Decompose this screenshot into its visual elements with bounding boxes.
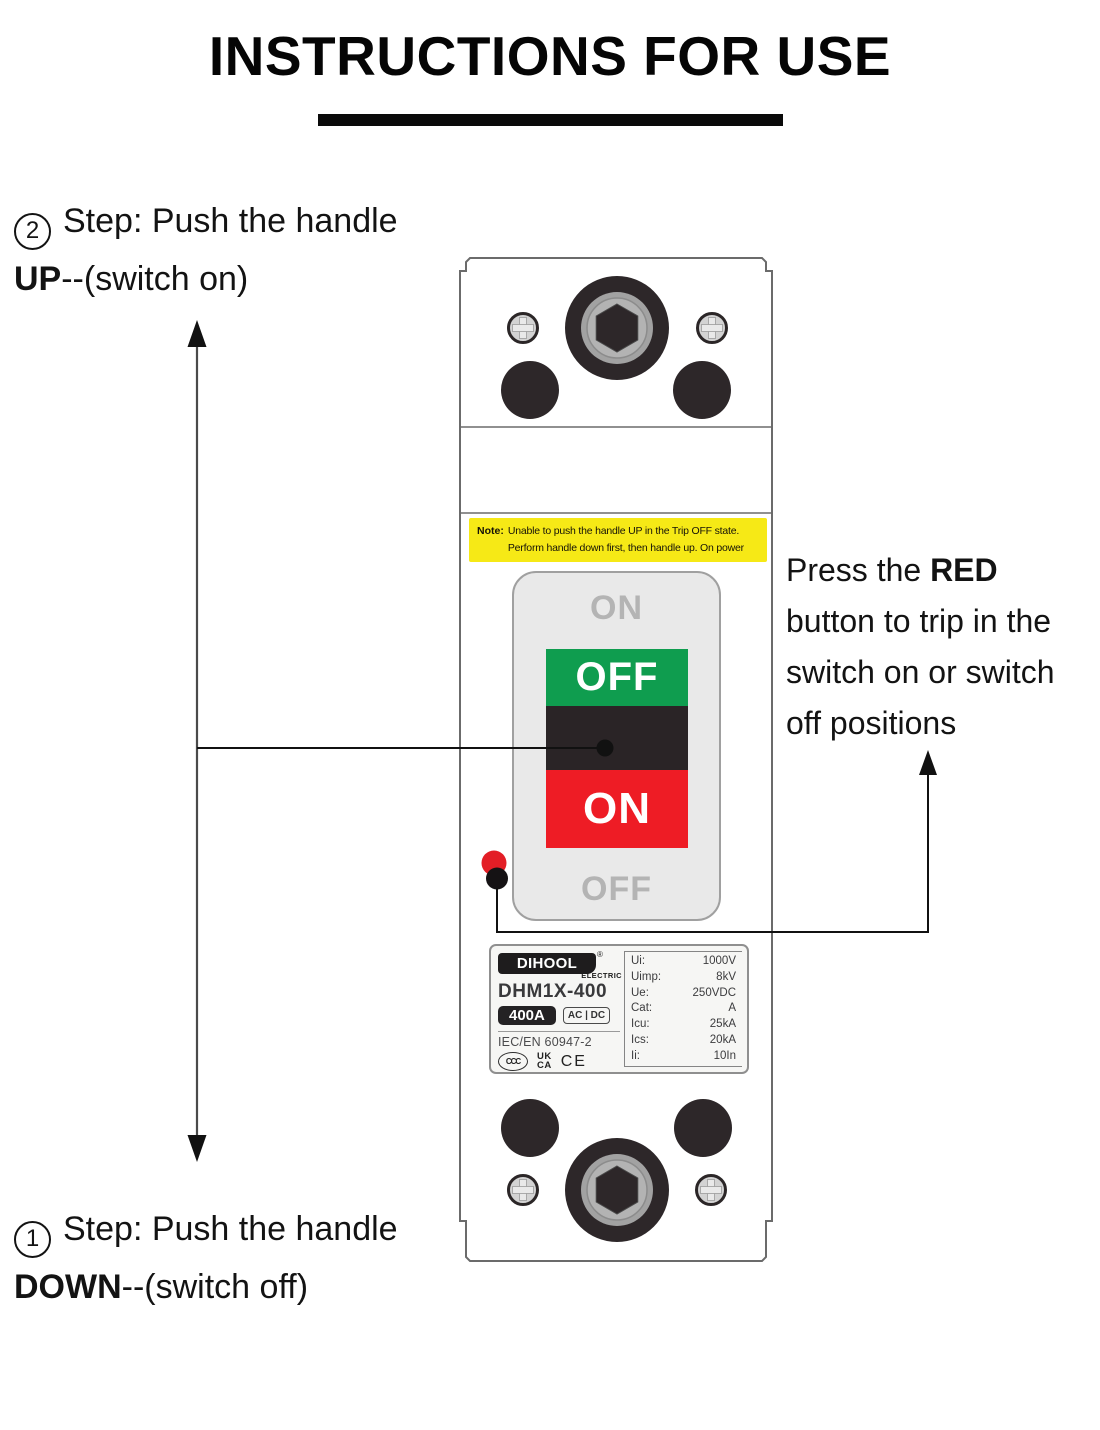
up-arrow-icon — [919, 750, 937, 775]
spec-row-ics: Ics:20kA — [631, 1033, 736, 1046]
standard-text: IEC/EN 60947-2 — [498, 1035, 592, 1049]
nameplate-left-column: DIHOOL ® ELECTRIC DHM1X-400 400A AC | DC… — [496, 950, 624, 1071]
hex-bolt-washer — [581, 1154, 653, 1226]
note-label: Note: — [477, 525, 504, 537]
terminal-hole-icon — [501, 1099, 559, 1157]
down-arrow-icon — [187, 1135, 207, 1162]
trip-red-button — [481, 850, 508, 890]
trip-line2: button to trip in the — [786, 603, 1052, 639]
up-arrow-icon — [187, 320, 207, 347]
note-line2: Perform handle down first, then handle u… — [507, 541, 744, 554]
top-terminal-group — [501, 276, 731, 419]
registered-mark: ® — [597, 950, 603, 959]
ukca-mark-icon: UK CA — [537, 1052, 552, 1071]
page-title: INSTRUCTIONS FOR USE — [208, 25, 892, 87]
nameplate-label: DIHOOL ® ELECTRIC DHM1X-400 400A AC | DC… — [489, 944, 749, 1074]
title-underline — [318, 114, 783, 126]
hex-bolt-icon — [565, 1138, 669, 1242]
phillips-screw-icon — [507, 1174, 539, 1206]
step-1-direction: DOWN — [14, 1268, 122, 1306]
hex-bolt-icon — [565, 276, 669, 380]
model-number: DHM1X-400 — [498, 981, 608, 1002]
phillips-screw-icon — [696, 312, 728, 344]
spec-table: Ui:1000V Uimp:8kV Ue:250VDC Cat:A Icu:25… — [624, 951, 742, 1067]
trip-black-dot-icon — [486, 867, 508, 890]
spec-row-ii: Ii:10In — [631, 1049, 736, 1062]
warning-note: Note: Unable to push the handle UP in th… — [469, 518, 767, 562]
step-1-number-badge: 1 — [14, 1220, 51, 1258]
step-2-instruction: 2 Step: Push the handle UP--(switch on) — [14, 192, 398, 308]
label-divider — [498, 1031, 620, 1032]
phillips-screw-icon — [695, 1174, 727, 1206]
spec-row-icu: Icu:25kA — [631, 1018, 736, 1031]
step-2-direction: UP — [14, 260, 62, 298]
handle-red-segment: ON — [546, 770, 688, 848]
hex-bolt-washer — [581, 292, 653, 364]
hex-bolt-ring — [586, 297, 648, 359]
brand-subtitle: ELECTRIC — [581, 971, 622, 980]
hex-nut-icon — [595, 1165, 639, 1215]
ccc-mark-icon: CCC — [498, 1052, 528, 1071]
ukca-bottom: CA — [537, 1059, 552, 1071]
trip-red-word: RED — [930, 552, 998, 588]
note-line1: Unable to push the handle UP in the Trip… — [507, 525, 740, 537]
handle-housing: ON OFF ON OFF — [512, 571, 721, 921]
spec-row-ui: Ui:1000V — [631, 955, 736, 968]
step-2-text: Step: Push the handle — [63, 202, 398, 240]
step-2-number-badge: 2 — [14, 212, 51, 250]
terminal-hole-icon — [673, 361, 731, 419]
position-label-on: ON — [590, 589, 643, 627]
ce-mark-icon: CE — [560, 1052, 587, 1070]
trip-button-instruction: Press the RED button to trip in the swit… — [786, 545, 1055, 749]
spec-row-ue: Ue:250VDC — [631, 986, 736, 999]
step-1-instruction: 1 Step: Push the handle DOWN--(switch off… — [14, 1200, 398, 1316]
trip-line1: Press the — [786, 552, 931, 588]
spec-row-uimp: Uimp:8kV — [631, 971, 736, 984]
trip-red-dot-icon — [481, 850, 507, 876]
trip-line3: switch on or switch — [786, 654, 1055, 690]
step-2-suffix: --(switch on) — [61, 260, 249, 298]
terminal-hole-icon — [501, 361, 559, 419]
phillips-screw-icon — [507, 312, 539, 344]
terminal-hole-icon — [674, 1099, 732, 1157]
handle-black-segment — [546, 706, 688, 770]
handle-green-segment: OFF — [546, 649, 688, 706]
spec-row-cat: Cat:A — [631, 1002, 736, 1015]
step-1-text: Step: Push the handle — [63, 1210, 398, 1248]
bottom-terminal-group — [501, 1099, 732, 1242]
breaker-handle: OFF ON — [546, 649, 688, 848]
hex-bolt-ring — [586, 1159, 648, 1221]
up-down-arrow — [187, 320, 207, 1162]
hex-nut-icon — [595, 303, 639, 353]
trip-line4: off positions — [786, 705, 957, 741]
position-label-off: OFF — [581, 870, 652, 908]
rating-badge: 400A — [498, 1006, 556, 1025]
current-type-badge: AC | DC — [562, 1007, 611, 1024]
step-1-suffix: --(switch off) — [121, 1268, 309, 1306]
